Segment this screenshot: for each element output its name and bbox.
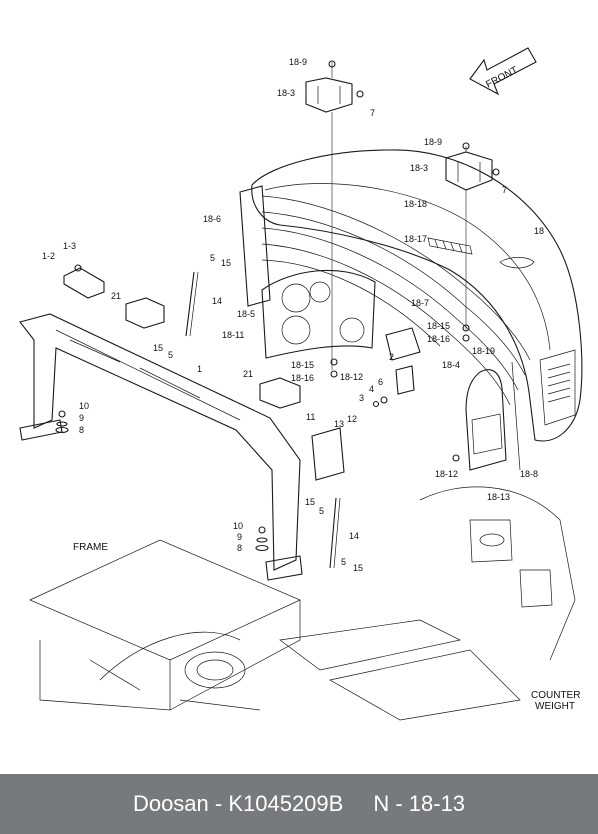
- bracket-1-2: [63, 267, 105, 299]
- label-18-6: 18-6: [203, 214, 221, 224]
- label-1: 1: [197, 364, 202, 374]
- label-1-2: 1-2: [42, 251, 55, 261]
- filter-panel: [261, 269, 376, 359]
- label-8-a: 8: [79, 425, 84, 435]
- label-5-b: 5: [168, 350, 173, 360]
- label-4: 4: [369, 384, 374, 394]
- bracket-21-right: [259, 377, 301, 409]
- label-15-c: 15: [305, 497, 315, 507]
- label-18: 18: [534, 226, 544, 236]
- label-18-8: 18-8: [520, 469, 538, 479]
- label-18-3-b: 18-3: [410, 163, 428, 173]
- label-frame: FRAME: [73, 542, 108, 553]
- hinge-upper: [305, 62, 353, 370]
- label-7-b: 7: [502, 185, 507, 195]
- label-18-18: 18-18: [404, 199, 427, 209]
- label-6: 6: [378, 377, 383, 387]
- label-18-11: 18-11: [222, 330, 244, 340]
- gas-strut-upper: [185, 271, 199, 337]
- label-15-a: 15: [221, 258, 231, 268]
- label-18-9-a: 18-9: [289, 57, 307, 67]
- label-18-12-a: 18-12: [340, 372, 363, 382]
- label-18-3-a: 18-3: [277, 88, 295, 98]
- fasteners: [55, 60, 500, 552]
- label-18-16-b: 18-16: [427, 334, 450, 344]
- label-15-b: 15: [153, 343, 163, 353]
- label-14-a: 14: [212, 296, 222, 306]
- label-12: 12: [347, 414, 357, 424]
- side-door: [465, 361, 521, 471]
- label-7-a: 7: [370, 108, 375, 118]
- main-frame: [19, 313, 303, 581]
- label-18-17: 18-17: [404, 234, 427, 244]
- label-21-b: 21: [243, 369, 253, 379]
- label-1-3: 1-3: [63, 241, 76, 251]
- label-18-13: 18-13: [487, 492, 510, 502]
- label-9-a: 9: [79, 413, 84, 423]
- label-15-d: 15: [353, 563, 363, 573]
- label-5-c: 5: [319, 506, 324, 516]
- engine-hood: [251, 149, 583, 442]
- front-arrow-icon: FRONT: [469, 47, 537, 96]
- label-18-9-b: 18-9: [424, 137, 442, 147]
- label-14-b: 14: [349, 531, 359, 541]
- machine-frame: [29, 486, 576, 721]
- label-weight: WEIGHT: [535, 701, 575, 712]
- label-18-4: 18-4: [442, 360, 460, 370]
- label-18-12-b: 18-12: [435, 469, 458, 479]
- label-18-5: 18-5: [237, 309, 255, 319]
- hood-frame: [239, 185, 531, 406]
- label-18-19: 18-19: [472, 346, 495, 356]
- footer-part-number: Doosan - K1045209B: [132, 791, 344, 816]
- label-8-b: 8: [237, 543, 242, 553]
- label-10-a: 10: [79, 401, 89, 411]
- label-3: 3: [359, 393, 364, 403]
- label-18-15-b: 18-15: [427, 321, 450, 331]
- footer-reference: N - 18-13: [373, 791, 466, 816]
- label-5-d: 5: [341, 557, 346, 567]
- label-10-b: 10: [233, 521, 243, 531]
- bracket-plate-11: [311, 427, 345, 481]
- parts-diagram: FRONT: [19, 47, 583, 721]
- bracket-21-left: [125, 297, 165, 329]
- label-9-b: 9: [237, 532, 242, 542]
- gas-strut-lower: [329, 497, 341, 569]
- label-13: 13: [334, 419, 344, 429]
- label-18-7: 18-7: [411, 298, 429, 308]
- footer-bar: Doosan - K1045209B N - 18-13: [0, 774, 598, 834]
- label-11: 11: [306, 412, 315, 422]
- latch-assembly: [385, 327, 421, 395]
- label-18-16-a: 18-16: [291, 373, 314, 383]
- label-18-15-a: 18-15: [291, 360, 314, 370]
- label-21-a: 21: [111, 291, 121, 301]
- label-5-a: 5: [210, 253, 215, 263]
- label-2: 2: [389, 352, 394, 362]
- hinge-right: [445, 146, 493, 330]
- label-counter: COUNTER: [531, 690, 580, 701]
